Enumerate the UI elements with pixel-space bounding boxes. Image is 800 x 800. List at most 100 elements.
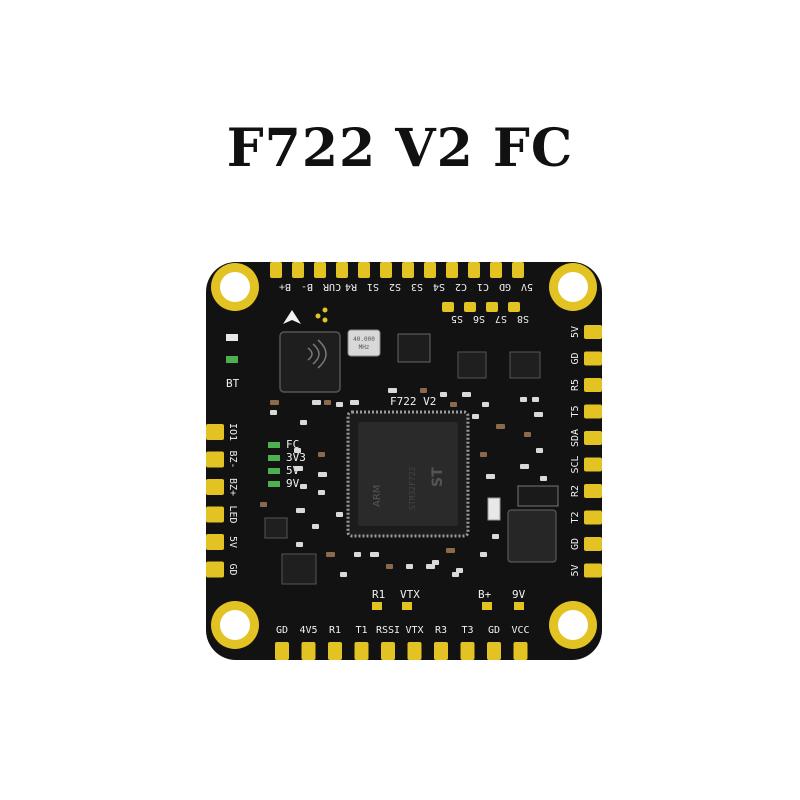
pad-label: BZ- — [227, 450, 238, 468]
motor-pad-label: S7 — [495, 313, 507, 324]
smd-component — [336, 402, 343, 407]
jumper-label-9v: 9V — [512, 588, 526, 601]
smd-component — [350, 400, 359, 405]
pad-label: T3 — [461, 625, 473, 636]
pad-label: LED — [227, 505, 238, 523]
smd-component — [440, 392, 447, 397]
smd-component — [336, 512, 343, 517]
pad-right — [584, 404, 602, 419]
pad-left — [206, 479, 224, 495]
status-dot — [315, 313, 321, 319]
smd-component — [324, 400, 331, 405]
pad-label: 4V5 — [299, 625, 317, 636]
pad-label: 5V — [570, 326, 581, 338]
led-label-9v: 9V — [286, 477, 300, 490]
pad-label: R1 — [329, 625, 341, 636]
pad-label: R4 — [345, 281, 357, 292]
status-dot — [322, 307, 328, 313]
pad-label: GD — [570, 352, 581, 364]
pad-right — [584, 457, 602, 472]
pad-label: GD — [227, 563, 238, 575]
smd-component — [524, 432, 531, 437]
smd-component — [496, 424, 505, 429]
pad-left — [206, 451, 224, 468]
led-green — [226, 356, 238, 363]
pad-label: SDA — [570, 429, 581, 447]
smd-component — [456, 568, 463, 573]
smd-component — [312, 400, 321, 405]
pad-label: GD — [488, 625, 500, 636]
wireless-module — [279, 331, 341, 393]
smd-component — [270, 410, 277, 415]
connector — [517, 485, 559, 507]
pad-label: C2 — [455, 281, 467, 292]
pad-label: CUR — [322, 281, 341, 292]
pad-bottom — [275, 642, 289, 660]
pad-label: BZ+ — [227, 478, 238, 496]
solder-jumper — [514, 602, 524, 610]
pad-bottom — [328, 642, 342, 660]
led-green — [268, 468, 280, 474]
smd-component — [300, 484, 307, 489]
pad-label: 5V — [570, 564, 581, 576]
smd-component — [450, 402, 457, 407]
pad-s2 — [380, 262, 392, 278]
smd-component — [296, 542, 303, 547]
smd-component — [462, 392, 471, 397]
pad-c1 — [468, 262, 480, 278]
pad-bottom — [434, 642, 448, 660]
wifi-icon — [307, 339, 327, 369]
solder-jumper — [402, 602, 412, 610]
small-transistor — [264, 517, 288, 539]
smd-component — [294, 448, 301, 453]
smd-component — [532, 397, 539, 402]
smd-component — [452, 572, 459, 577]
status-dot — [322, 317, 328, 323]
pad-left — [206, 534, 224, 550]
mounting-hole-top-right — [549, 263, 597, 311]
crystal-freq: 40.000 — [353, 336, 375, 343]
pad-right — [584, 537, 602, 551]
smd-component — [480, 552, 487, 557]
solder-jumper — [482, 602, 492, 610]
led-label-3v3: 3V3 — [286, 451, 306, 464]
jumper-label-bplus: B+ — [478, 588, 492, 601]
mcu-logo: ST — [430, 467, 446, 487]
power-mosfet — [507, 509, 557, 563]
smd-component — [536, 448, 543, 453]
pad-right — [584, 325, 602, 339]
pad-5v — [512, 262, 524, 278]
pad-left — [206, 506, 224, 523]
smd-component — [318, 452, 325, 457]
smd-component — [472, 414, 479, 419]
pad-right — [584, 484, 602, 498]
motor-pad — [508, 302, 520, 312]
pad-label: GD — [570, 538, 581, 550]
smd-component — [520, 397, 527, 402]
pad-c2 — [446, 262, 458, 278]
pad-label: S4 — [433, 281, 445, 292]
pad-b — [292, 262, 304, 278]
pad-label: R5 — [570, 379, 581, 391]
pad-bottom — [381, 642, 395, 660]
pad-label: 5V — [521, 281, 533, 292]
smd-component — [340, 572, 347, 577]
pad-label: B+ — [279, 281, 291, 292]
pad-left — [206, 424, 224, 440]
crystal-unit: MHz — [359, 344, 370, 351]
smd-component — [492, 534, 499, 539]
pad-label: T1 — [355, 625, 367, 636]
mounting-hole-top-left — [211, 263, 259, 311]
smd-component — [270, 400, 279, 405]
pad-bottom — [513, 642, 528, 660]
regulator-ic — [509, 351, 541, 379]
pad-label: VTX — [405, 625, 423, 636]
led-green — [268, 442, 280, 448]
mcu-model: STM32F722 — [408, 466, 417, 510]
mounting-hole-bottom-left — [211, 601, 259, 649]
pad-gd — [490, 262, 502, 278]
